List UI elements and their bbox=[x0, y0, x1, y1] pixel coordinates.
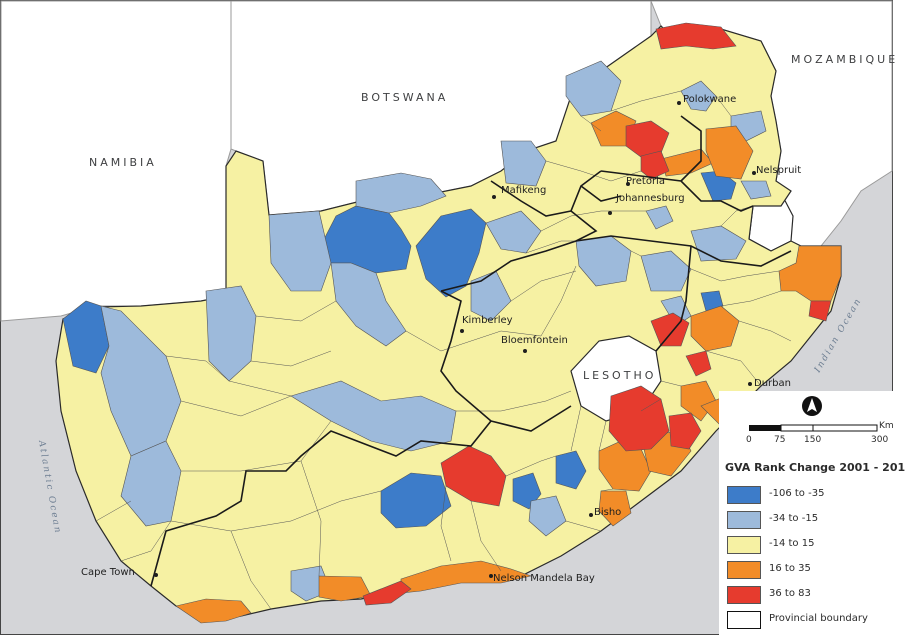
north-arrow-icon bbox=[802, 396, 822, 416]
districts-red bbox=[362, 22, 832, 606]
city-nelson-mandela-bay: Nelson Mandela Bay bbox=[489, 573, 595, 584]
city-bisho: Bisho bbox=[589, 507, 621, 518]
city-label: Bisho bbox=[594, 507, 621, 518]
city-label: Durban bbox=[754, 378, 791, 389]
city-label: Kimberley bbox=[462, 315, 513, 326]
city-label: Johannesburg bbox=[615, 193, 685, 204]
city-polokwane: Polokwane bbox=[677, 94, 736, 105]
city-dot bbox=[677, 101, 681, 105]
legend-label: Provincial boundary bbox=[769, 613, 868, 624]
legend-item: 16 to 35 bbox=[727, 561, 897, 581]
legend-swatch bbox=[727, 486, 761, 504]
scale-label-75: 75 bbox=[774, 435, 786, 445]
legend-swatch bbox=[727, 511, 761, 529]
city-dot bbox=[752, 171, 756, 175]
city-durban: Durban bbox=[748, 378, 791, 389]
city-johannesburg: Johannesburg bbox=[608, 193, 685, 215]
legend-label: -14 to 15 bbox=[769, 538, 815, 549]
scale-label-150: 150 bbox=[804, 435, 822, 445]
city-bloemfontein: Bloemfontein bbox=[501, 335, 568, 353]
legend-title: GVA Rank Change 2001 - 201 bbox=[725, 461, 905, 474]
city-mafikeng: Mafikeng bbox=[492, 185, 546, 199]
scale-bar bbox=[749, 424, 878, 432]
city-dot bbox=[492, 195, 496, 199]
provincial-boundaries bbox=[150, 115, 792, 587]
scale-label-0: 0 bbox=[746, 435, 752, 445]
legend-label: 16 to 35 bbox=[769, 563, 811, 574]
city-dot bbox=[748, 382, 752, 386]
city-pretoria: Pretoria bbox=[626, 176, 665, 187]
city-dot bbox=[523, 349, 527, 353]
city-label: Nelspruit bbox=[756, 165, 801, 176]
legend-item: 36 to 83 bbox=[727, 586, 897, 606]
districts-light-blue bbox=[100, 60, 772, 602]
city-label: Nelson Mandela Bay bbox=[493, 573, 595, 584]
legend-item: -14 to 15 bbox=[727, 536, 897, 556]
city-label: Cape Town bbox=[81, 567, 135, 578]
legend-label: 36 to 83 bbox=[769, 588, 811, 599]
city-dot bbox=[589, 513, 593, 517]
city-dot bbox=[154, 573, 158, 577]
city-dot bbox=[608, 211, 612, 215]
lesotho-label: LESOTHO bbox=[583, 369, 656, 382]
city-dot bbox=[460, 329, 464, 333]
legend-swatch bbox=[727, 611, 761, 629]
legend-item: -106 to -35 bbox=[727, 486, 897, 506]
city-label: Polokwane bbox=[683, 94, 736, 105]
legend-panel: 0 75 150 300 Km GVA Rank Change 2001 - 2… bbox=[719, 391, 905, 636]
districts-orange bbox=[175, 110, 842, 624]
city-dot bbox=[489, 574, 493, 578]
legend-swatch bbox=[727, 536, 761, 554]
legend-swatch bbox=[727, 586, 761, 604]
city-label: Pretoria bbox=[626, 176, 665, 187]
city-cape-town: Cape Town bbox=[81, 567, 158, 578]
mozambique-label: MOZAMBIQUE bbox=[791, 53, 898, 66]
scale-unit: Km bbox=[879, 421, 894, 431]
city-dot bbox=[626, 182, 630, 186]
district-boundaries bbox=[95, 90, 792, 610]
city-label: Mafikeng bbox=[501, 185, 546, 196]
legend-item-boundary: Provincial boundary bbox=[727, 611, 897, 631]
scale-label-300: 300 bbox=[871, 435, 889, 445]
city-label: Bloemfontein bbox=[501, 335, 568, 346]
legend-item: -34 to -15 bbox=[727, 511, 897, 531]
legend-swatch bbox=[727, 561, 761, 579]
legend-label: -106 to -35 bbox=[769, 488, 825, 499]
city-kimberley: Kimberley bbox=[460, 315, 513, 333]
legend-label: -34 to -15 bbox=[769, 513, 819, 524]
namibia-label: NAMIBIA bbox=[89, 156, 157, 169]
botswana-label: BOTSWANA bbox=[361, 91, 448, 104]
city-nelspruit: Nelspruit bbox=[752, 165, 801, 176]
